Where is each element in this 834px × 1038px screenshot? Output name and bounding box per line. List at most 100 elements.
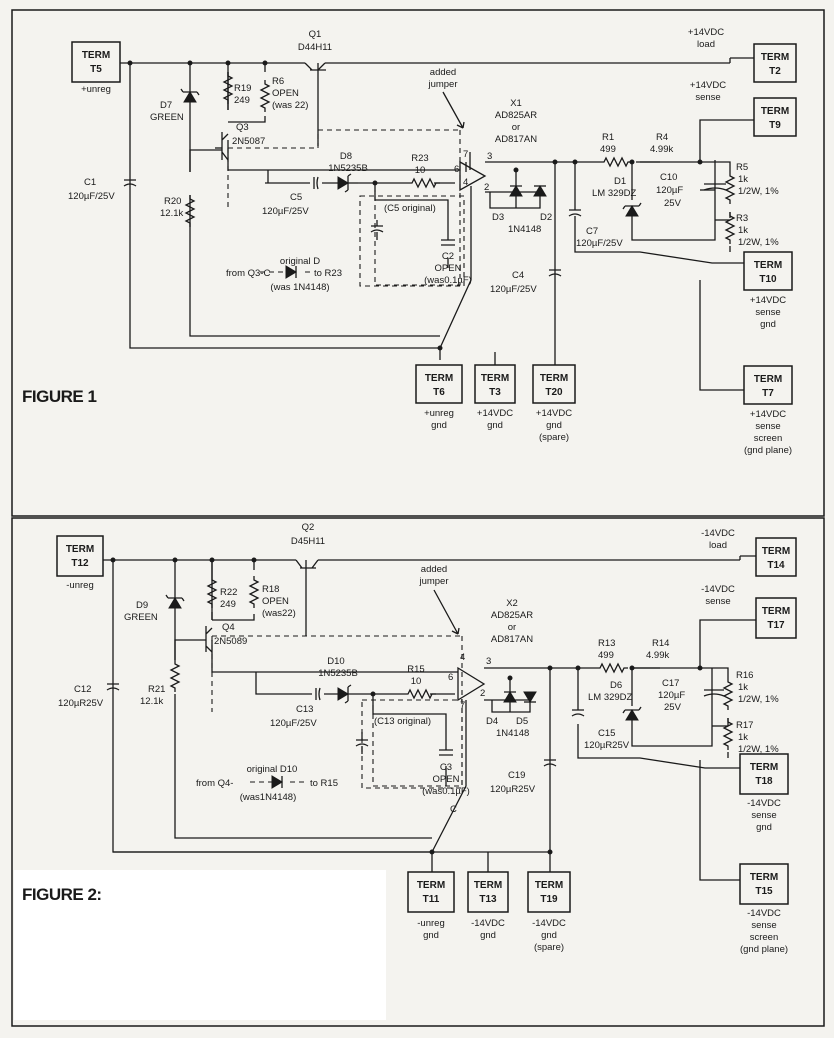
terminal-t6: [415, 364, 463, 404]
svg-text:sense: sense: [755, 421, 780, 432]
svg-text:+14VDC: +14VDC: [750, 295, 786, 306]
svg-text:TERM: TERM: [82, 50, 110, 61]
svg-text:D2: D2: [540, 212, 552, 223]
svg-text:(was0.1µF): (was0.1µF): [424, 275, 472, 286]
terminal-t10: [743, 251, 793, 291]
svg-text:6: 6: [454, 164, 459, 175]
svg-text:4.99k: 4.99k: [650, 144, 673, 155]
svg-text:12.1k: 12.1k: [160, 208, 183, 219]
svg-text:or: or: [512, 122, 520, 133]
svg-text:10: 10: [411, 676, 422, 687]
svg-text:TERM: TERM: [750, 872, 778, 883]
terminal-t2: [753, 43, 797, 83]
svg-text:T7: T7: [762, 388, 774, 399]
svg-text:-14VDC: -14VDC: [747, 798, 781, 809]
svg-text:C17: C17: [662, 678, 679, 689]
svg-text:GREEN: GREEN: [124, 612, 158, 623]
svg-text:to R15: to R15: [310, 778, 338, 789]
svg-text:120µF: 120µF: [658, 690, 685, 701]
svg-text:D4: D4: [486, 716, 498, 727]
svg-text:TERM: TERM: [425, 373, 453, 384]
transistor-q4: Q4 2N5089: [174, 622, 247, 660]
svg-text:R6: R6: [272, 76, 284, 87]
capacitor-c13: C13 120µF/25V: [270, 687, 321, 729]
svg-text:7: 7: [460, 700, 465, 711]
svg-text:120µR25V: 120µR25V: [584, 740, 630, 751]
svg-text:X1: X1: [510, 98, 522, 109]
svg-text:+unreg: +unreg: [424, 408, 454, 419]
svg-text:+14VDC: +14VDC: [536, 408, 572, 419]
figure-2-panel: TERM T12 -unreg TERM T14 -14VDC load TER…: [11, 517, 825, 1027]
svg-text:AD825AR: AD825AR: [491, 610, 533, 621]
svg-text:added: added: [421, 564, 447, 575]
figure-2-title: FIGURE 2:: [22, 885, 102, 904]
svg-text:R21: R21: [148, 684, 165, 695]
terminal-t18: [739, 753, 789, 795]
svg-text:T19: T19: [540, 894, 558, 905]
svg-text:4.99k: 4.99k: [646, 650, 669, 661]
svg-text:1/2W, 1%: 1/2W, 1%: [738, 237, 779, 248]
svg-text:T9: T9: [769, 120, 781, 131]
svg-text:to R23: to R23: [314, 268, 342, 279]
svg-text:12.1k: 12.1k: [140, 696, 163, 707]
svg-text:-14VDC: -14VDC: [701, 584, 735, 595]
svg-text:OPEN: OPEN: [433, 774, 460, 785]
svg-text:1k: 1k: [738, 174, 748, 185]
opamp-x2: X2 AD825AR or AD817AN 4 6 7 3 2: [448, 598, 533, 711]
svg-text:-14VDC: -14VDC: [471, 918, 505, 929]
figure-1-panel: TERM T5 +unreg TERM T2 +14VDC load TERM …: [11, 9, 825, 517]
zener-d10: D10 1N5235B: [318, 656, 358, 704]
svg-text:T10: T10: [759, 274, 777, 285]
svg-text:TERM: TERM: [761, 106, 789, 117]
svg-text:4: 4: [460, 652, 465, 663]
svg-text:D45H11: D45H11: [291, 536, 325, 547]
terminal-t17: [755, 597, 797, 639]
svg-text:screen: screen: [754, 433, 783, 444]
transistor-q1: Q1 D44H11: [298, 29, 332, 71]
svg-text:TERM: TERM: [540, 373, 568, 384]
svg-text:T14: T14: [767, 560, 785, 571]
terminal-t12: [56, 535, 104, 577]
terminal-t15: [739, 863, 789, 905]
svg-text:D3: D3: [492, 212, 504, 223]
svg-text:120µR25V: 120µR25V: [58, 698, 104, 709]
svg-text:D6: D6: [610, 680, 622, 691]
svg-text:D8: D8: [340, 151, 352, 162]
svg-text:120µF/25V: 120µF/25V: [490, 284, 537, 295]
svg-text:1N5235B: 1N5235B: [328, 163, 368, 174]
svg-text:25V: 25V: [664, 702, 682, 713]
capacitor-c1: C1 120µF/25V: [68, 177, 137, 202]
svg-text:R15: R15: [407, 664, 424, 675]
svg-text:(C13 original): (C13 original): [374, 716, 431, 727]
svg-text:-14VDC: -14VDC: [532, 918, 566, 929]
svg-text:1/2W, 1%: 1/2W, 1%: [738, 744, 779, 755]
svg-text:2: 2: [480, 688, 485, 699]
svg-text:R19: R19: [234, 83, 251, 94]
svg-text:+14VDC: +14VDC: [690, 80, 726, 91]
svg-text:120µF: 120µF: [656, 185, 683, 196]
svg-text:2N5087: 2N5087: [232, 136, 265, 147]
svg-text:T11: T11: [423, 894, 440, 905]
svg-text:added: added: [430, 67, 456, 78]
svg-text:(was1N4148): (was1N4148): [240, 792, 297, 803]
reference-d1: D1 LM 329DZ: [592, 176, 642, 217]
svg-text:499: 499: [600, 144, 616, 155]
svg-text:sense: sense: [705, 596, 730, 607]
svg-text:TERM: TERM: [754, 260, 782, 271]
svg-text:gnd: gnd: [760, 319, 776, 330]
original-diode-d10: original D10 from Q4- to R15 (was1N4148): [196, 764, 338, 803]
svg-text:sense: sense: [751, 920, 776, 931]
svg-text:R16: R16: [736, 670, 753, 681]
svg-text:TERM: TERM: [481, 373, 509, 384]
svg-text:C13: C13: [296, 704, 313, 715]
svg-text:C3: C3: [440, 762, 452, 773]
svg-text:C5: C5: [290, 192, 302, 203]
capacitor-c12: C12 120µR25V: [58, 683, 120, 709]
svg-text:+14VDC: +14VDC: [477, 408, 513, 419]
svg-text:Q2: Q2: [302, 522, 315, 533]
svg-text:C7: C7: [586, 226, 598, 237]
svg-text:T18: T18: [755, 776, 773, 787]
blank-overlay: [14, 870, 386, 1020]
terminal-t14: [755, 537, 797, 577]
svg-text:-unreg: -unreg: [417, 918, 444, 929]
